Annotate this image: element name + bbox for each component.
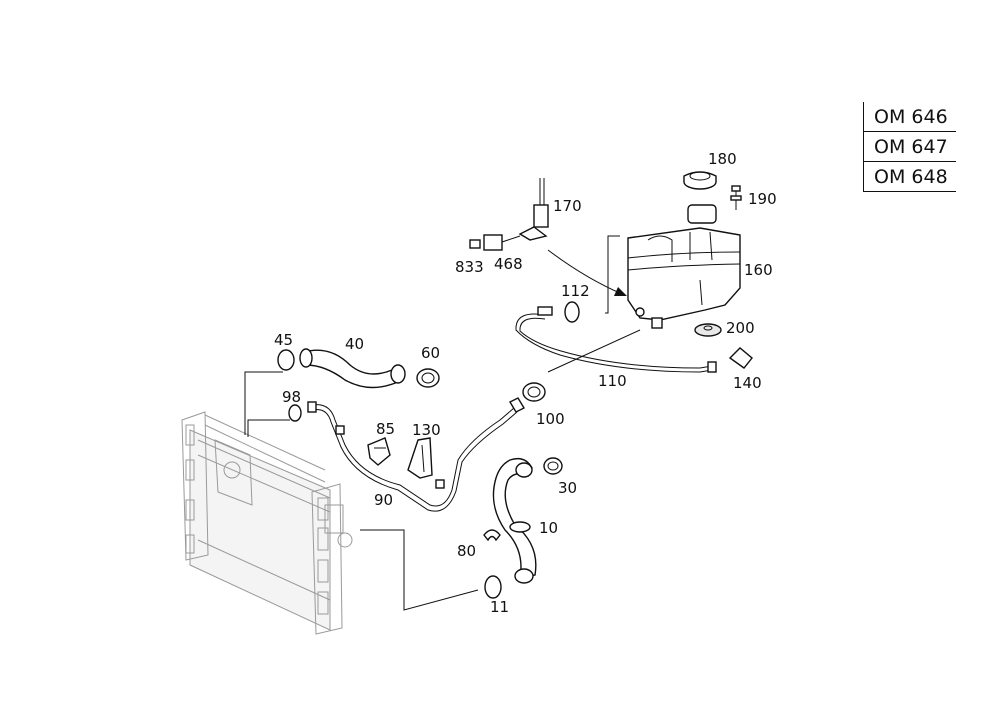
- holder: [407, 437, 433, 479]
- callout-label: 112: [561, 282, 590, 300]
- engine-model-row: OM 646: [864, 102, 956, 132]
- callout-label: 833: [455, 258, 484, 276]
- callout-label: 90: [374, 491, 393, 509]
- callout-label: 190: [748, 190, 777, 208]
- engine-model-row: OM 647: [864, 132, 956, 162]
- engine-model-row: OM 648: [864, 162, 956, 192]
- callout-label: 85: [376, 420, 395, 438]
- callout-label: 40: [345, 335, 364, 353]
- o-ring: [564, 301, 580, 323]
- o-ring: [277, 349, 295, 371]
- callout-label: 100: [536, 410, 565, 428]
- lower-hose: [492, 457, 537, 584]
- callout-label: 140: [733, 374, 762, 392]
- clip: [483, 529, 501, 542]
- callout-label: 11: [490, 598, 509, 616]
- hose-clamp: [543, 457, 563, 475]
- callout-label: 80: [457, 542, 476, 560]
- callout-label: 200: [726, 319, 755, 337]
- callout-label: 110: [598, 372, 627, 390]
- callout-label: 170: [553, 197, 582, 215]
- callout-label: 98: [282, 388, 301, 406]
- leader-lines: [244, 235, 641, 611]
- callout-label: 60: [421, 344, 440, 362]
- callout-label: 180: [708, 150, 737, 168]
- bracket: [367, 437, 391, 466]
- engine-model-table: OM 646 OM 647 OM 648: [863, 102, 956, 192]
- radiator: [181, 411, 353, 635]
- bolt: [730, 185, 742, 210]
- level-sensor: [518, 178, 549, 241]
- hose-clamp: [522, 382, 546, 402]
- upper-hose: [299, 348, 406, 389]
- connector: [469, 234, 521, 251]
- o-ring: [288, 404, 302, 422]
- filler-cap: [683, 171, 717, 190]
- callout-label: 45: [274, 331, 293, 349]
- callout-label: 160: [744, 261, 773, 279]
- callout-label: 468: [494, 255, 523, 273]
- rubber-mount: [694, 323, 722, 337]
- o-ring: [484, 575, 502, 599]
- callout-label: 130: [412, 421, 441, 439]
- vent-line: [515, 306, 753, 373]
- coolant-line: [307, 397, 525, 512]
- expansion-tank: [627, 204, 741, 329]
- hose-clamp: [416, 368, 440, 388]
- callout-label: 10: [539, 519, 558, 537]
- pointer-arrow: [547, 249, 627, 296]
- callout-labels: 180 190 170 160 833 468 112 200 110 140 …: [274, 150, 777, 616]
- callout-label: 30: [558, 479, 577, 497]
